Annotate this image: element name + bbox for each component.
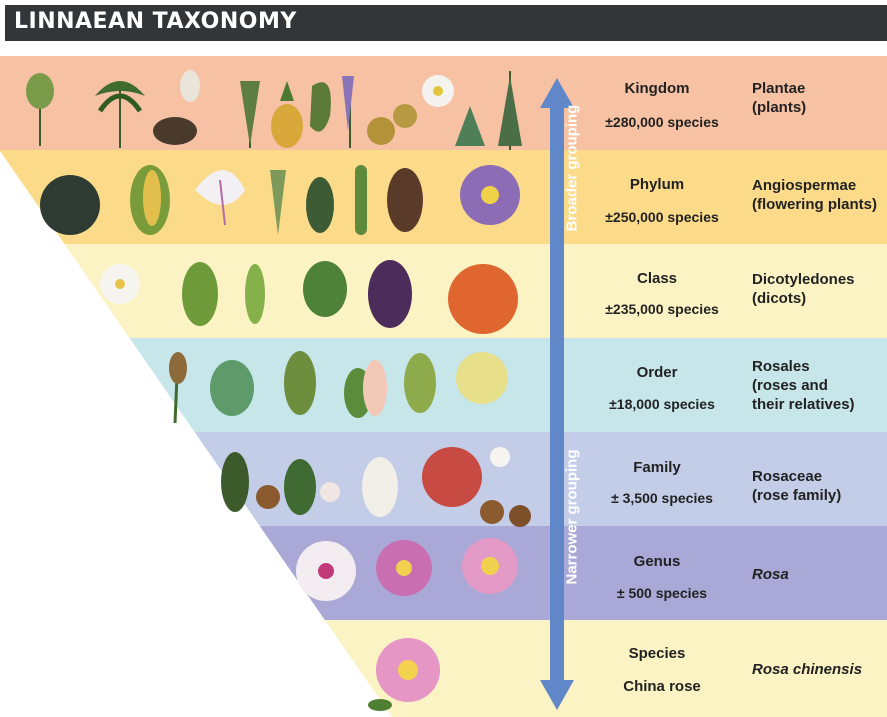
species-count: ±18,000 species: [592, 396, 732, 412]
rosales-plants-icon: [169, 351, 508, 423]
rank-name: Species: [592, 645, 722, 662]
species-count: ± 500 species: [592, 585, 732, 601]
dicot-plants-icon: [100, 260, 518, 334]
flowering-plants-icon: [40, 165, 520, 235]
taxon-name: Rosa chinensis: [752, 660, 887, 679]
rank-name: Genus: [592, 553, 722, 570]
rose-family-icon: [221, 447, 531, 527]
narrower-grouping-label: Narrower grouping: [564, 449, 581, 584]
species-count: ± 3,500 species: [592, 490, 732, 506]
taxon-name: Angiospermae(flowering plants): [752, 176, 887, 214]
taxon-name: Rosa: [752, 565, 887, 584]
species-count: ±280,000 species: [592, 114, 732, 130]
rank-name: Class: [592, 270, 722, 287]
rosa-flowers-icon: [296, 538, 518, 601]
species-common-name: China rose: [592, 678, 732, 695]
rank-name: Kingdom: [592, 80, 722, 97]
species-count: ±235,000 species: [592, 301, 732, 317]
taxon-name: Dicotyledones(dicots): [752, 270, 887, 308]
diagram-title: LINNAEAN TAXONOMY: [14, 9, 297, 34]
rank-name: Family: [592, 459, 722, 476]
taxon-name: Rosaceae(rose family): [752, 467, 887, 505]
taxon-name: Plantae(plants): [752, 79, 887, 117]
assorted-plants-icon: [26, 70, 522, 150]
broader-grouping-label: Broader grouping: [564, 105, 581, 232]
species-count: ±250,000 species: [592, 209, 732, 225]
plant-illustrations: [0, 56, 540, 717]
rank-name: Phylum: [592, 176, 722, 193]
title-bar: LINNAEAN TAXONOMY: [5, 5, 887, 41]
rank-name: Order: [592, 364, 722, 381]
china-rose-icon: [368, 638, 440, 711]
